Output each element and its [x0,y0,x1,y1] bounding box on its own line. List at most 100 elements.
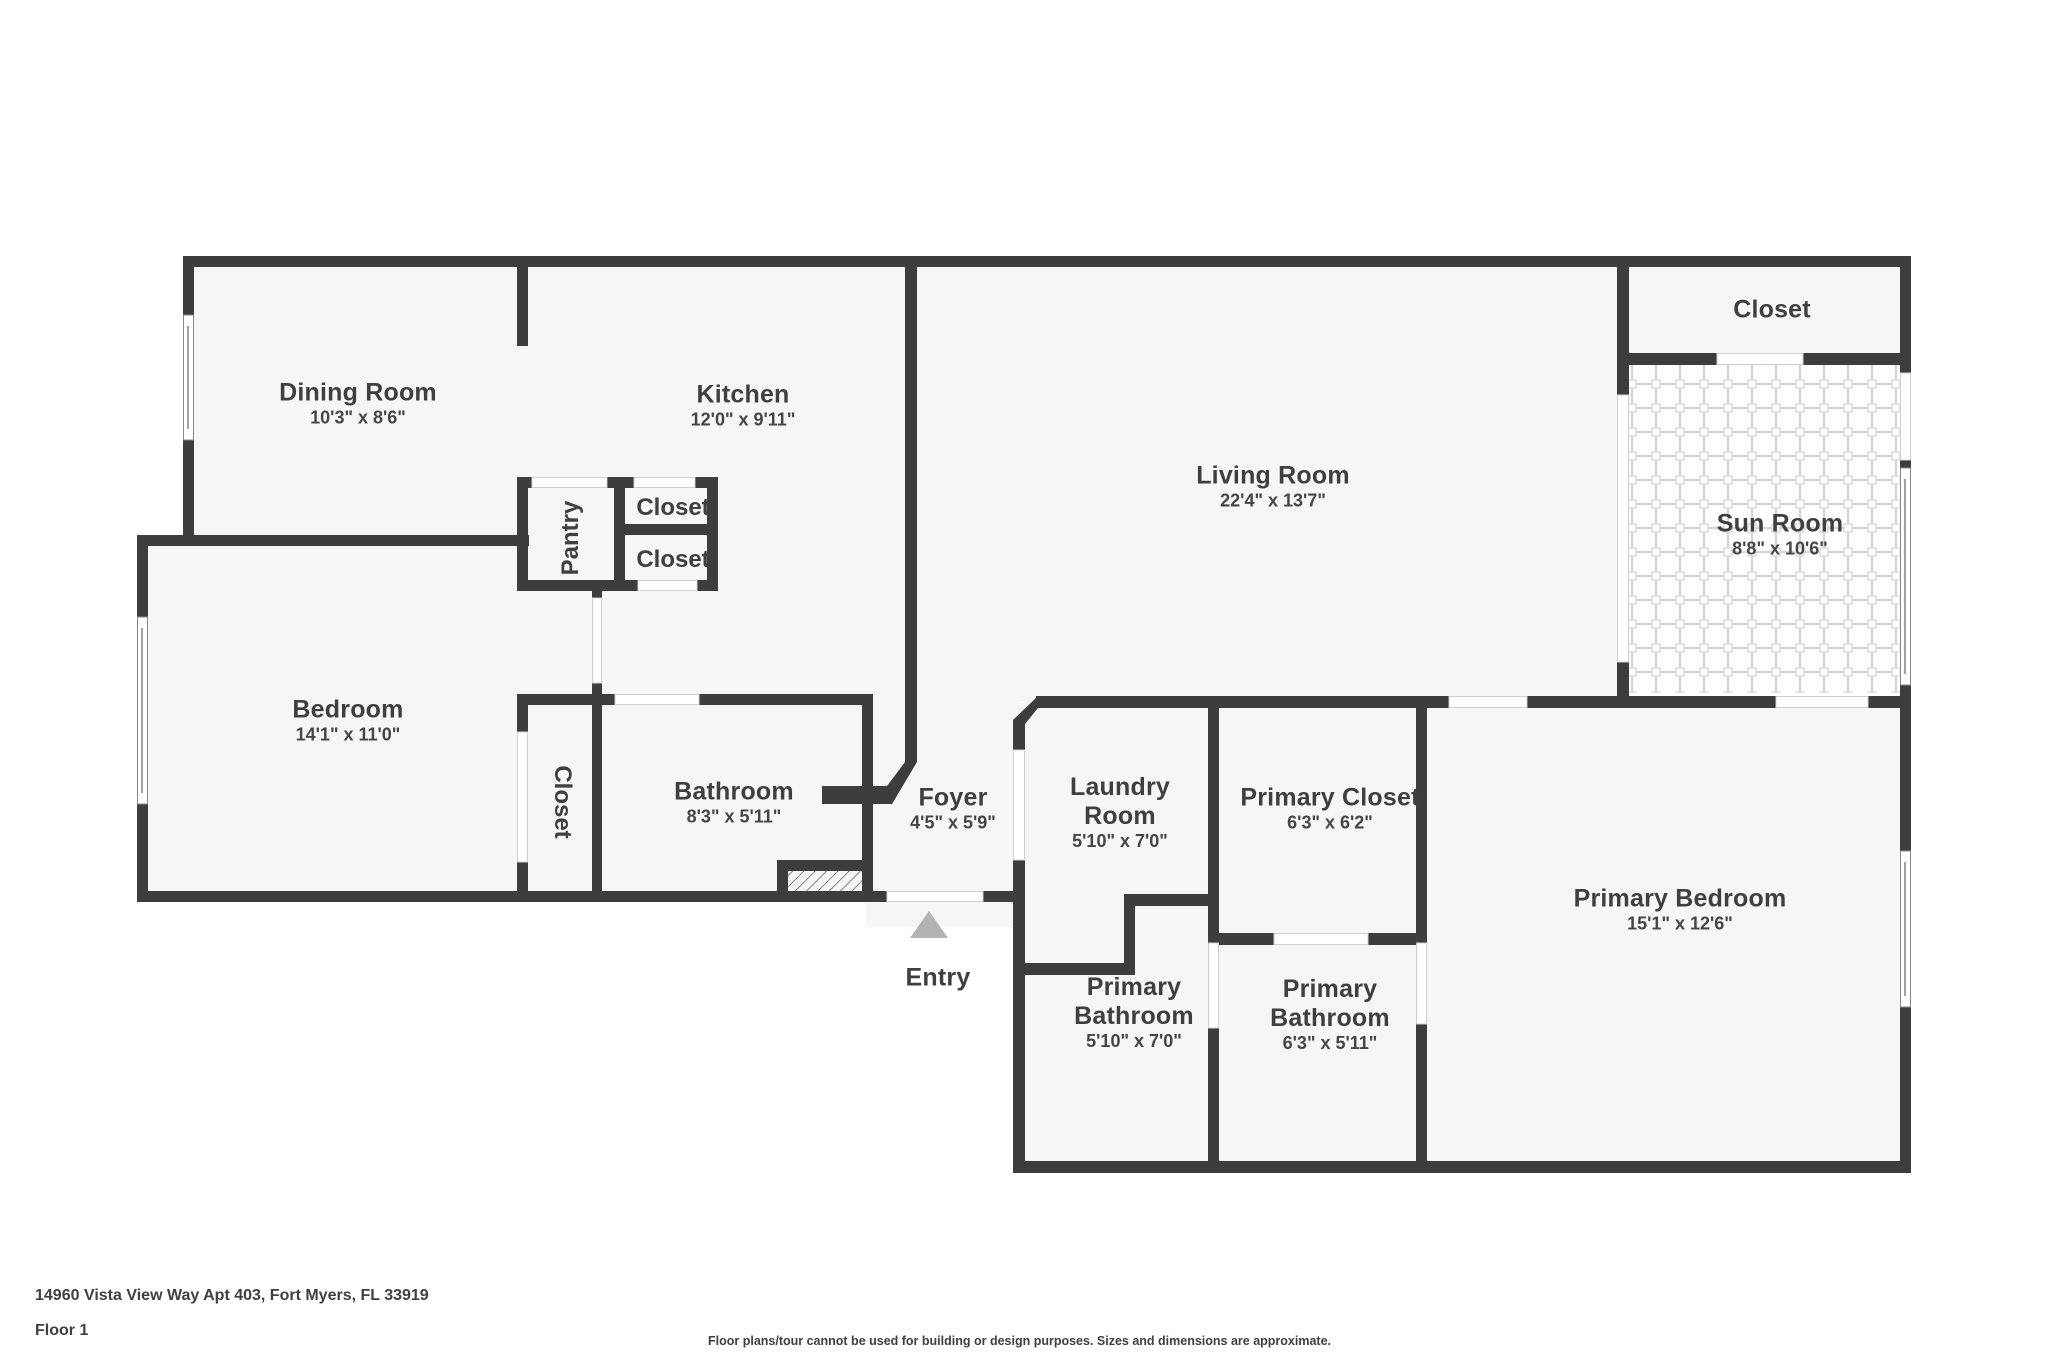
wall-north [183,256,1911,267]
wall-closet-ne-west [1617,256,1629,361]
label-entry: Entry [906,964,971,993]
room-dims: 12'0" x 9'11" [690,409,796,430]
door-primary-closet [1273,933,1369,945]
wall-east-b [1900,460,1911,468]
wall-fixture-west [777,860,788,902]
label-bathroom: Bathroom 8'3" x 5'11" [674,777,794,826]
property-address: 14960 Vista View Way Apt 403, Fort Myers… [35,1287,429,1304]
wall-bedroom-west-a [137,535,148,617]
label-primary-closet: Primary Closet 6'3" x 6'2" [1240,783,1419,832]
label-kitchen: Kitchen 12'0" x 9'11" [691,380,796,429]
wall-pantry-top-c [695,477,718,488]
room-dims: 15'1" x 12'6" [1627,913,1733,934]
door-primary-bath-2-east [1416,942,1427,1025]
floor-hall [520,540,920,700]
floor-dining-kitchen [188,262,916,542]
wall-pantry-top-a [517,477,532,488]
wall-bedroom-west-b [137,804,148,902]
door-bathroom [614,694,700,705]
label-primary-bathroom-1: Primary Bathroom 5'10" x 7'0" [1074,973,1194,1051]
label-closet-bedroom: Closet [548,765,576,838]
entry-text: Entry [905,963,971,992]
label-bedroom: Bedroom 14'1" x 11'0" [292,695,403,744]
room-name-line1: Primary [1086,972,1182,1001]
room-dims: 5'10" x 7'0" [1072,830,1168,851]
wall-closet-ne-bottom-a [1617,353,1717,365]
room-name: Bathroom [674,777,794,806]
wall-kitchen-chamfer [880,758,917,804]
label-primary-bedroom: Primary Bedroom 15'1" x 12'6" [1574,884,1787,933]
wall-closet-bath-top-b [699,694,873,705]
opening-sunroom-west [1617,394,1629,663]
room-dims: 8'3" x 5'11" [686,806,782,827]
wall-pantry-west [517,477,528,591]
wall-kitchen-stub [822,786,888,804]
room-dims: 22'4" x 13'7" [1220,490,1326,511]
label-foyer: Foyer 4'5" x 5'9" [910,783,996,832]
room-name-line2: Bathroom [1270,1003,1390,1032]
wall-closet-bath-top-a [517,694,615,705]
room-name: Kitchen [696,380,790,409]
label-closet-upper: Closet [636,494,709,522]
wall-closet-divider [614,524,718,535]
room-name: Primary Closet [1240,783,1420,812]
room-dims: 6'3" x 6'2" [1287,812,1373,833]
wall-east-c [1900,685,1911,851]
door-openings [517,353,1911,1029]
room-dims: 6'3" x 5'11" [1282,1032,1378,1053]
wall-laundry-step-vert [1124,894,1135,975]
door-primary-bedroom [1448,696,1528,708]
wall-kitchen-east [905,256,917,760]
room-name: Closet [548,765,576,839]
room-name-line1: Laundry [1069,772,1171,801]
room-dims: 14'1" x 11'0" [295,724,401,745]
door-sunroom-south [1775,696,1869,708]
wall-fixture-top [777,860,873,871]
wall-closet-west-b [517,862,528,902]
wall-dining-south [137,535,529,546]
floor-label: Floor 1 [35,1322,89,1339]
wall-pantry-east [707,477,718,591]
label-closet-ne: Closet [1733,296,1811,325]
door-sunroom-east [1900,372,1911,461]
door-primary-bath-2-west [1208,942,1219,1029]
room-name: Living Room [1196,461,1350,490]
wall-laundry-chamfer [1013,696,1038,750]
wall-laundry-step-upper [1124,894,1219,906]
wall-pantry-bottom-b [697,580,718,591]
wall-laundry-west-b [1013,860,1025,1173]
label-sun-room: Sun Room 8'8" x 10'6" [1717,509,1844,558]
room-dims: 5'10" x 7'0" [1086,1030,1182,1051]
bathroom-fixture-hatch [788,871,862,891]
wall-primary-closet-east-b [1416,1024,1427,1173]
room-name: Sun Room [1716,509,1844,538]
wall-bathroom-east [862,694,873,902]
door-closet-upper [633,477,696,488]
wall-dining-west-a [183,256,194,315]
wall-primary-closet-bottom-a [1208,933,1274,945]
room-name: Foyer [918,783,988,812]
wall-dining-kitchen-stub [517,256,528,346]
room-name: Bedroom [292,695,404,724]
floor-bedroom [142,540,522,895]
room-name: Dining Room [279,378,437,407]
wall-sunroom-west-b [1617,662,1629,708]
floor-south-wing [1019,703,1906,1165]
room-name: Primary Bedroom [1573,884,1787,913]
wall-south-west [137,891,887,902]
wall-sunroom-west-a [1617,353,1629,395]
wall-south-wing-top-a [1036,696,1449,708]
floor-sun-room [1629,365,1900,693]
disclaimer-text: Floor plans/tour cannot be used for buil… [708,1334,1332,1348]
wall-foyer-south-b [983,891,1025,902]
room-dims: 4'5" x 5'9" [910,812,996,833]
wall-laundry-closet-divider-b [1208,1028,1219,1173]
floor-fills [142,262,1906,1165]
windows [137,314,1911,1008]
room-dims: 10'3" x 8'6" [310,407,406,428]
wall-closet-ne-bottom-b [1803,353,1911,365]
label-living-room: Living Room 22'4" x 13'7" [1196,461,1350,510]
room-name: Closet [1733,295,1811,324]
wall-laundry-closet-divider-a [1208,696,1219,943]
label-pantry: Pantry [557,501,585,576]
